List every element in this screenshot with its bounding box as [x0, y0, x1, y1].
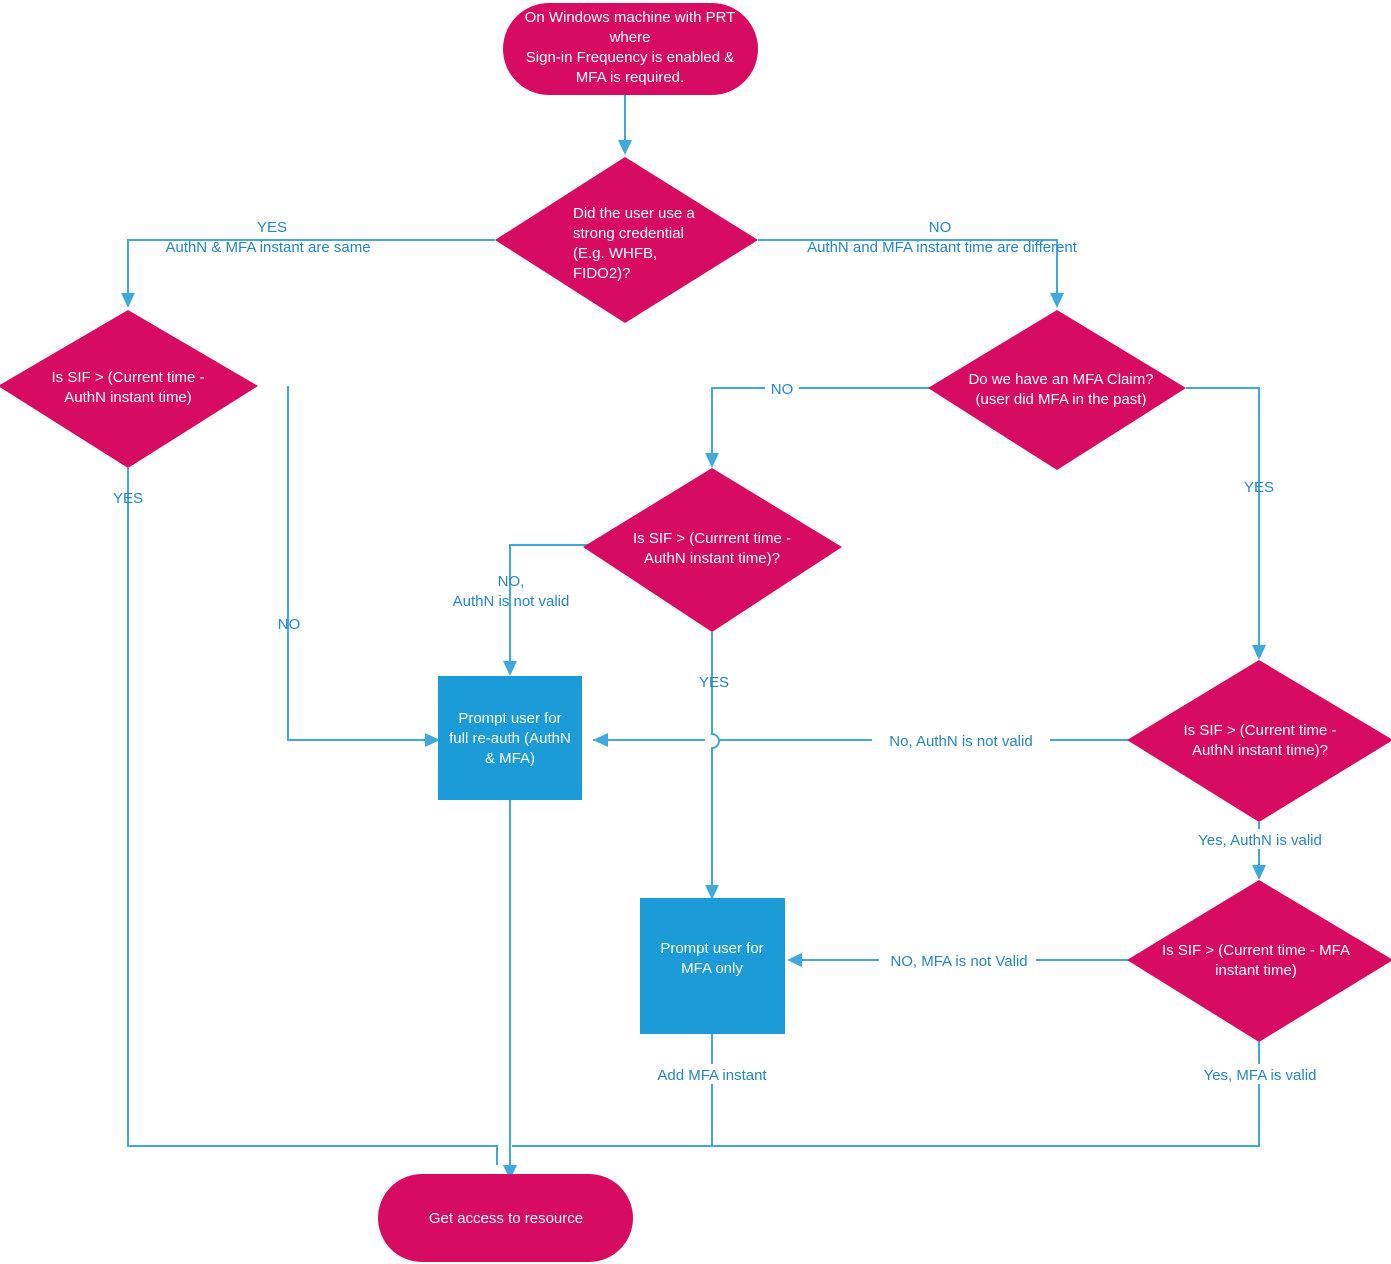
sif-authn-left-diamond: [0, 310, 258, 468]
edge-label-right-yes-mfa-valid: Yes, MFA is valid: [1204, 1067, 1317, 1084]
sif-authn-right-line-2: AuthN instant time)?: [1192, 742, 1328, 759]
label-backing-add-mfa-instant: [645, 1064, 779, 1084]
node-mfa-claim[interactable]: Do we have an MFA Claim? (user did MFA i…: [928, 310, 1186, 470]
get-access-terminator-shape: [378, 1174, 633, 1262]
edge-mfa-claim-no: [711, 387, 930, 454]
sif-authn-right-line-1: Is SIF > (Current time -: [1184, 722, 1337, 739]
node-prompt-mfa-only[interactable]: Prompt user for MFA only: [640, 898, 785, 1034]
start-line-4: MFA is required.: [576, 69, 684, 86]
edge-label-right-no-mfa-not-valid: NO, MFA is not Valid: [890, 953, 1027, 970]
label-backing-right-no-authn: [872, 730, 1050, 750]
edge-left-no-to-full-reauth: [287, 386, 427, 741]
arrowhead-right-yes-authn-valid: [1252, 865, 1266, 880]
prompt-full-reauth-line-2: full re-auth (AuthN: [449, 730, 571, 747]
node-sif-authn-left[interactable]: Is SIF > (Current time - AuthN instant t…: [0, 310, 258, 468]
edge-label-yes-same-instant-bottom: AuthN & MFA instant are same: [165, 239, 370, 256]
edge-label-mfa-claim-yes: YES: [1244, 479, 1274, 496]
arrowhead-mid-no-to-full-reauth: [503, 661, 517, 676]
prompt-full-reauth-line-3: & MFA): [485, 750, 535, 767]
edge-label-mid-no-line1: NO,: [498, 573, 525, 590]
prompt-full-reauth-box: [438, 676, 582, 800]
edge-label-add-mfa-instant: Add MFA instant: [657, 1067, 767, 1084]
arrowhead-mid-yes-to-mfa-only: [705, 885, 719, 900]
sif-authn-left-line-2: AuthN instant time): [64, 389, 192, 406]
node-start[interactable]: On Windows machine with PRT where Sign-i…: [503, 3, 758, 95]
edge-label-right-no-authn-not-valid: No, AuthN is not valid: [889, 733, 1032, 750]
start-terminator-shape: [503, 3, 758, 95]
strong-credential-line-4: FIDO2)?: [573, 265, 631, 282]
node-sif-authn-right[interactable]: Is SIF > (Current time - AuthN instant t…: [1127, 660, 1391, 822]
strong-credential-line-2: strong credential: [573, 225, 684, 242]
label-backing-right-yes-mfa: [1196, 1064, 1324, 1084]
edge-mid-yes-to-mfa-only: [711, 632, 720, 888]
arrowhead-strong-credential-no: [1050, 293, 1064, 308]
mfa-claim-diamond: [928, 310, 1186, 470]
get-access-label: Get access to resource: [429, 1210, 583, 1227]
edge-label-right-yes-authn-valid: Yes, AuthN is valid: [1198, 832, 1322, 849]
node-sif-mfa-right[interactable]: Is SIF > (Current time - MFA instant tim…: [1127, 880, 1391, 1042]
edge-label-left-no: NO: [278, 616, 301, 633]
edge-label-yes-same-instant-top: YES: [257, 219, 287, 236]
arrowhead-strong-credential-yes: [121, 293, 135, 308]
sif-mfa-right-line-2: instant time): [1215, 962, 1297, 979]
edge-label-mid-yes: YES: [699, 674, 729, 691]
sif-mfa-right-diamond: [1127, 880, 1391, 1042]
sif-mfa-right-line-1: Is SIF > (Current time - MFA: [1162, 942, 1350, 959]
edge-mid-no-to-full-reauth: [509, 544, 598, 662]
node-strong-credential[interactable]: Did the user use a strong credential (E.…: [495, 157, 758, 323]
strong-credential-diamond: [495, 157, 758, 323]
edge-label-no-different-instant-bottom: AuthN and MFA instant time are different: [807, 239, 1078, 256]
edge-mfa-claim-yes: [1186, 387, 1260, 646]
sif-authn-mid-line-2: AuthN instant time)?: [644, 550, 780, 567]
edge-label-mid-no-line2: AuthN is not valid: [453, 593, 570, 610]
start-line-2: where: [609, 29, 651, 46]
mfa-claim-line-1: Do we have an MFA Claim?: [968, 371, 1153, 388]
sif-authn-left-line-1: Is SIF > (Current time -: [52, 369, 205, 386]
edge-strong-credential-no: [758, 239, 1058, 294]
edge-labels: YES AuthN & MFA instant are same NO Auth…: [113, 219, 1328, 1084]
label-backing-right-no-mfa: [879, 950, 1036, 970]
sif-authn-mid-line-1: Is SIF > (Currrent time -: [633, 530, 791, 547]
prompt-mfa-only-box: [640, 898, 785, 1034]
edge-label-no-different-instant-top: NO: [929, 219, 952, 236]
strong-credential-line-1: Did the user use a: [573, 205, 695, 222]
prompt-mfa-only-line-2: MFA only: [681, 960, 743, 977]
edge-strong-credential-yes: [127, 239, 495, 294]
arrowhead-right-no-mfa-to-mfa-only: [787, 953, 802, 967]
edge-label-mfa-claim-no: NO: [771, 381, 794, 398]
edge-label-left-yes: YES: [113, 490, 143, 507]
arrowhead-start-to-strong-credential: [618, 140, 632, 155]
arrowhead-full-reauth-to-get-access: [503, 1165, 517, 1180]
sif-authn-mid-diamond: [583, 468, 842, 632]
node-sif-authn-mid[interactable]: Is SIF > (Currrent time - AuthN instant …: [583, 468, 842, 632]
node-get-access[interactable]: Get access to resource: [378, 1174, 633, 1262]
arrowhead-mfa-claim-no: [705, 453, 719, 468]
sif-authn-right-diamond: [1127, 660, 1391, 822]
label-backing-right-yes-authn: [1192, 829, 1328, 849]
edge-left-yes-to-get-access: [127, 468, 498, 1165]
strong-credential-line-3: (E.g. WHFB,: [573, 245, 657, 262]
prompt-mfa-only-line-1: Prompt user for: [660, 940, 763, 957]
arrowhead-left-no-to-full-reauth: [425, 733, 440, 747]
prompt-full-reauth-line-1: Prompt user for: [458, 710, 561, 727]
node-prompt-full-reauth[interactable]: Prompt user for full re-auth (AuthN & MF…: [438, 676, 582, 800]
mfa-claim-line-2: (user did MFA in the past): [976, 391, 1147, 408]
arrowhead-mfa-claim-yes: [1252, 645, 1266, 660]
edge-right-yes-mfa-valid: [512, 1042, 1260, 1147]
start-line-1: On Windows machine with PRT: [525, 9, 736, 26]
label-backing-mfa-claim-no: [765, 379, 799, 397]
start-line-3: Sign-in Frequency is enabled &: [526, 49, 734, 66]
